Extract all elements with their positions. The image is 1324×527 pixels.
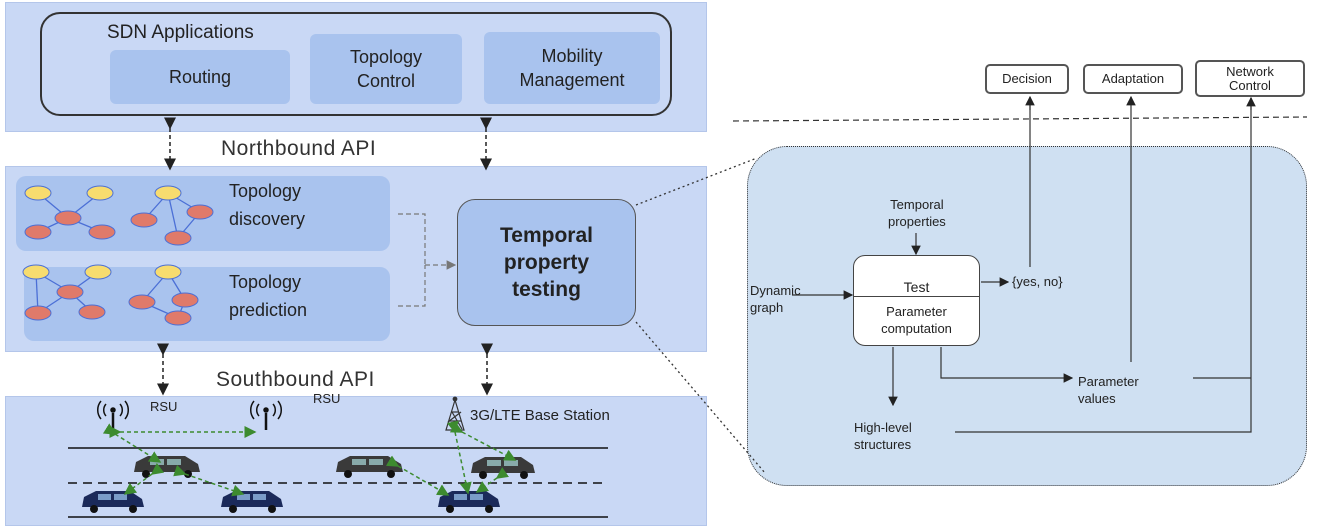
dynamic-graph-label: Dynamic graph: [750, 283, 801, 315]
test-label: Test: [903, 279, 930, 295]
topology-prediction-label: Topology prediction: [229, 272, 308, 320]
output-adaptation: Adaptation: [1083, 64, 1183, 94]
prediction-to-tpt: [398, 265, 426, 307]
app-mobility-management: Mobility Management: [484, 32, 660, 104]
car1-to-car4: [123, 462, 165, 495]
car2-to-car6: [385, 455, 450, 496]
rsu-icon-2: [250, 400, 282, 430]
param-values-path: [940, 347, 1074, 383]
parameter-computation-label: Parameter computation: [881, 304, 952, 336]
temporal-properties-label: Temporal properties: [888, 197, 946, 229]
zoom-line-bottom: [635, 321, 766, 474]
temporal-property-testing-box: Temporal property testing: [457, 199, 636, 326]
output-decision: Decision: [985, 64, 1069, 94]
rsu-icon-1: [97, 400, 129, 430]
discovery-graph-1-nodes: [24, 185, 116, 240]
tower-to-car3: [449, 421, 517, 461]
car-1: [134, 456, 200, 478]
high-level-structures-label: High-level structures: [854, 420, 912, 452]
car-3: [471, 457, 535, 479]
test-block: Test Parameter computation: [853, 255, 980, 346]
car-6: [438, 491, 500, 513]
car-4: [82, 491, 144, 513]
base-station-label: 3G/LTE Base Station: [470, 407, 610, 424]
rsu-label-2: RSU: [313, 391, 341, 406]
yes-no-label: {yes, no}: [1012, 274, 1063, 289]
rsu1-to-car1: [102, 423, 162, 463]
tower-to-car6: [446, 420, 472, 495]
rsu-label-1: RSU: [150, 399, 178, 414]
high-level-to-network: [955, 98, 1252, 433]
car1-to-car5: [173, 464, 245, 497]
app-routing: Routing: [110, 50, 290, 104]
base-station-icon: [445, 396, 465, 431]
app-topology-control: Topology Control: [310, 34, 462, 104]
car-2: [336, 456, 403, 478]
zoom-line-top: [635, 157, 758, 206]
southbound-api-label: Southbound API: [216, 368, 375, 391]
output-network-control: Network Control: [1195, 60, 1305, 97]
topology-discovery-label: Topology discovery: [229, 181, 306, 229]
discovery-to-tpt: [398, 213, 426, 265]
parameter-values-label: Parameter values: [1078, 374, 1139, 406]
car3-to-car6: [475, 467, 510, 493]
northbound-api-label: Northbound API: [221, 137, 377, 160]
right-separator: [732, 116, 1308, 122]
car-5: [221, 491, 283, 513]
test-divider: [854, 296, 979, 297]
topology-prediction-box: [24, 267, 390, 341]
sdn-applications-box: [40, 12, 672, 116]
sdn-applications-title: SDN Applications: [107, 22, 254, 43]
detail-panel: [747, 146, 1307, 486]
